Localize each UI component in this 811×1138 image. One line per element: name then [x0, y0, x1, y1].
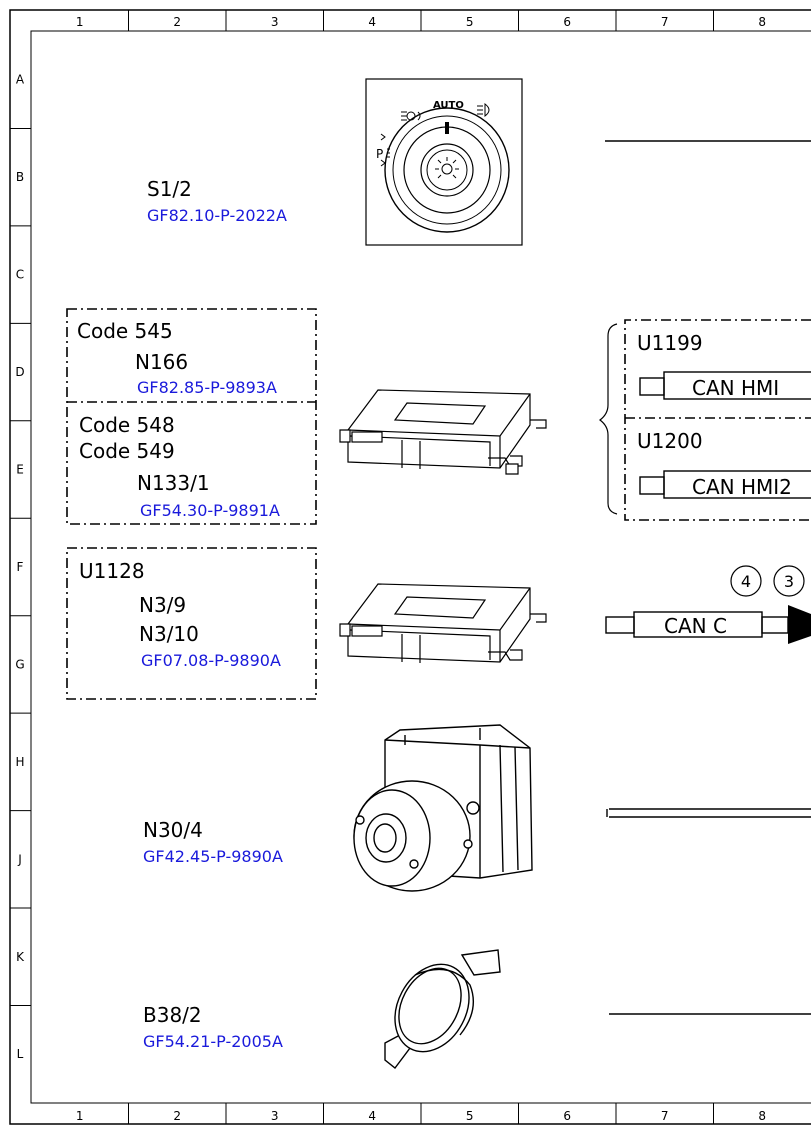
- marker-circle-4: [730, 565, 762, 597]
- grid-row-C: C: [16, 268, 24, 282]
- marker-circle-3: [773, 565, 805, 597]
- control-unit-illustration-1: [339, 389, 547, 475]
- grid-row-D: D: [15, 365, 24, 379]
- n3-ref-link[interactable]: GF07.08-P-9890A: [141, 651, 281, 670]
- grid-row-G: G: [15, 657, 24, 671]
- n3-10-label: N3/10: [139, 622, 199, 646]
- grid-row-B: B: [16, 170, 24, 184]
- n166-ref-link[interactable]: GF82.85-P-9893A: [137, 378, 277, 397]
- grid-row-markers: A B C D E F G H J K L: [10, 73, 31, 1061]
- marker-4-label: 4: [741, 572, 751, 591]
- grid-col-bottom-4: 4: [368, 1109, 376, 1123]
- u1200-code-label: U1200: [637, 429, 703, 453]
- grid-col-top-2: 2: [173, 15, 181, 29]
- control-unit-illustration-2: [339, 583, 547, 663]
- can-c-arrow-icon: [788, 605, 811, 644]
- outer-frame: [9, 9, 811, 1125]
- u1128-code-label: U1128: [79, 559, 145, 583]
- n30-4-label: N30/4: [143, 818, 203, 842]
- grid-col-top-8: 8: [758, 15, 766, 29]
- can-hmi-label: CAN HMI: [692, 376, 779, 400]
- can-hmi2-bus: [639, 470, 811, 499]
- s1-2-label: S1/2: [147, 177, 192, 201]
- can-hmi2-label: CAN HMI2: [692, 475, 792, 499]
- light-switch-illustration: [365, 78, 523, 246]
- n133-1-label: N133/1: [137, 471, 210, 495]
- grid-row-A: A: [16, 73, 25, 87]
- u1199-code-label: U1199: [637, 331, 703, 355]
- grid-col-top-5: 5: [466, 15, 474, 29]
- inner-frame: [30, 30, 811, 1104]
- n133-code-1: Code 548: [79, 413, 175, 437]
- code-box-u1128: [66, 547, 317, 700]
- code-boxes-n166-n133: [66, 308, 317, 525]
- switch-p-label: P: [376, 147, 383, 161]
- grid-col-top-3: 3: [271, 15, 279, 29]
- grid-col-bottom-8: 8: [758, 1109, 766, 1123]
- can-hmi-bus: [639, 371, 811, 400]
- n166-label: N166: [135, 350, 188, 374]
- grid-row-L: L: [17, 1047, 24, 1061]
- grid-col-bottom-5: 5: [466, 1109, 474, 1123]
- grid-column-markers: 1 1 2 2 3 3 4 4 5 5 6 6 7 7 8 8: [76, 10, 766, 1124]
- grid-col-bottom-2: 2: [173, 1109, 181, 1123]
- grid-col-bottom-7: 7: [661, 1109, 669, 1123]
- n3-9-label: N3/9: [139, 593, 186, 617]
- b38-2-label: B38/2: [143, 1003, 202, 1027]
- marker-3-label: 3: [784, 572, 794, 591]
- switch-auto-label: AUTO: [433, 100, 464, 111]
- n166-code-label: Code 545: [77, 319, 173, 343]
- n133-code-2: Code 549: [79, 439, 175, 463]
- grid-col-top-7: 7: [661, 15, 669, 29]
- n30-4-ref-link[interactable]: GF42.45-P-9890A: [143, 847, 283, 866]
- grid-col-bottom-1: 1: [76, 1109, 84, 1123]
- group-brace: [599, 323, 618, 515]
- grid-row-E: E: [16, 463, 24, 477]
- grid-col-bottom-6: 6: [563, 1109, 571, 1123]
- grid-col-top-6: 6: [563, 15, 571, 29]
- can-hmi-group-box: [624, 319, 811, 521]
- rain-light-sensor-illustration: [384, 949, 501, 1069]
- grid-col-top-4: 4: [368, 15, 376, 29]
- b38-2-ref-link[interactable]: GF54.21-P-2005A: [143, 1032, 283, 1051]
- grid-row-H: H: [15, 755, 24, 769]
- s1-2-ref-link[interactable]: GF82.10-P-2022A: [147, 206, 287, 225]
- esp-unit-illustration: [353, 724, 533, 892]
- grid-row-K: K: [16, 950, 25, 964]
- grid-col-bottom-3: 3: [271, 1109, 279, 1123]
- can-c-label: CAN C: [664, 614, 727, 638]
- grid-row-J: J: [17, 852, 22, 866]
- grid-col-top-1: 1: [76, 15, 84, 29]
- n133-1-ref-link[interactable]: GF54.30-P-9891A: [140, 501, 280, 520]
- grid-row-F: F: [17, 560, 24, 574]
